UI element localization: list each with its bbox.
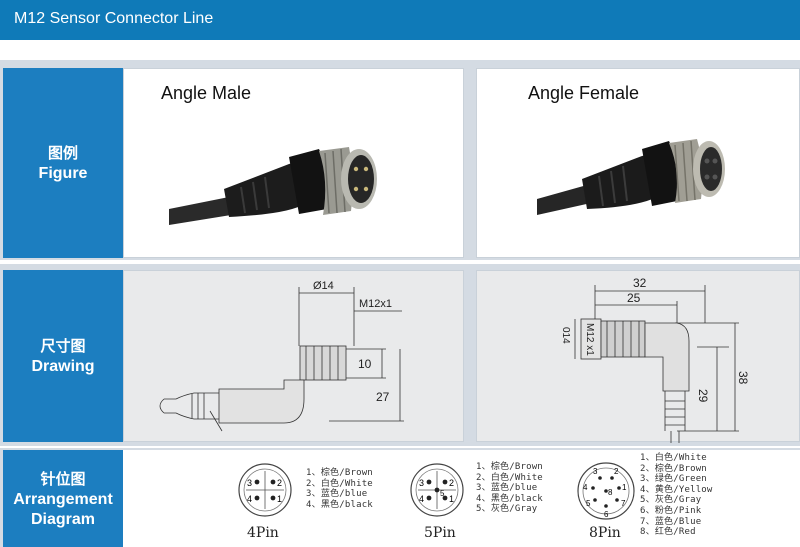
male-dim-a-label: 10 xyxy=(358,357,372,371)
pin8-number-7: 7 xyxy=(621,499,626,508)
male-diameter-label: Ø14 xyxy=(313,280,334,292)
pin8-color-8: 8、红色/Red xyxy=(640,527,696,538)
pin5-color-5: 5、灰色/Gray xyxy=(476,504,538,515)
pin5-color-3: 3、蓝色/blue xyxy=(476,483,538,494)
pin-colors-4pin: 1、棕色/Brown 2、白色/White 3、蓝色/blue 4、黑色/bla… xyxy=(306,468,373,510)
pin4-number-1: 1 xyxy=(277,494,282,504)
male-connector-photo xyxy=(169,109,429,229)
pin5-color-4: 4、黑色/black xyxy=(476,493,543,504)
page-title: M12 Sensor Connector Line xyxy=(14,10,214,27)
pin5-color-2: 2、白色/White xyxy=(476,472,543,483)
pin-diagram-5pin: 3 2 5 4 1 xyxy=(410,463,464,517)
pin8-color-5: 5、灰色/Gray xyxy=(640,495,702,506)
pin8-number-1: 1 xyxy=(622,483,627,492)
pin-label-5pin: 5Pin xyxy=(424,525,456,541)
female-dim-top-label: 32 xyxy=(633,276,647,290)
pin8-color-7: 7、蓝色/Blue xyxy=(640,516,702,527)
figure-panel-female: Angle Female xyxy=(476,68,800,258)
male-title: Angle Male xyxy=(161,83,252,103)
male-dim-b-label: 27 xyxy=(376,390,390,404)
pin8-number-8: 8 xyxy=(608,488,613,497)
female-title: Angle Female xyxy=(528,83,640,103)
pin8-number-2: 2 xyxy=(614,467,619,476)
pin4-color-4: 4、黑色/black xyxy=(306,499,373,510)
pin-label-8pin: 8Pin xyxy=(589,525,621,541)
female-dimension-drawing: 32 25 M12 x1 014 38 29 xyxy=(560,276,750,443)
pin8-color-3: 3、绿色/Green xyxy=(640,474,707,485)
arrangement-panel: 3 2 4 1 1、棕色/Brown 2、白色/White 3、蓝色/blue … xyxy=(123,450,800,547)
pin5-number-3: 3 xyxy=(419,478,424,488)
pin5-number-2: 2 xyxy=(449,478,454,488)
pin8-color-2: 2、棕色/Brown xyxy=(640,463,707,474)
header-banner: M12 Sensor Connector Line xyxy=(0,0,800,40)
row-label-figure: 图例 Figure xyxy=(3,68,123,258)
pin-label-4pin: 4Pin xyxy=(247,525,279,541)
pin4-number-4: 4 xyxy=(247,494,252,504)
figure-panel-male: Angle Male xyxy=(123,68,464,258)
pin-diagram-4pin: 3 2 4 1 xyxy=(238,463,292,517)
pin4-color-2: 2、白色/White xyxy=(306,478,373,489)
female-thread-label: M12 x1 xyxy=(584,323,595,356)
female-diameter-label: 014 xyxy=(560,327,571,344)
pin4-color-1: 1、棕色/Brown xyxy=(306,468,373,478)
row-label-drawing: 尺寸图 Drawing xyxy=(3,270,123,442)
pin-diagram-8pin: 3 2 4 8 1 7 5 6 xyxy=(577,462,635,520)
pin4-number-3: 3 xyxy=(247,478,252,488)
pin5-number-5: 5 xyxy=(440,489,445,498)
pin-colors-8pin: 1、白色/White 2、棕色/Brown 3、绿色/Green 4、黄色/Ye… xyxy=(640,453,713,538)
pin8-color-4: 4、黄色/Yellow xyxy=(640,484,713,495)
female-dim-side-b-label: 29 xyxy=(696,389,710,403)
row-label-arrangement: 针位图 Arrangement Diagram xyxy=(3,450,123,547)
female-dim-mid-label: 25 xyxy=(627,291,641,305)
male-thread-label: M12x1 xyxy=(359,298,392,310)
pin4-number-2: 2 xyxy=(277,478,282,488)
pin8-number-4: 4 xyxy=(583,483,588,492)
female-connector-photo xyxy=(537,111,767,221)
pin8-color-6: 6、粉色/Pink xyxy=(640,505,702,516)
male-dimension-drawing: Ø14 M12x1 10 27 xyxy=(159,280,404,432)
pin8-number-3: 3 xyxy=(593,467,598,476)
drawing-panel-female: 32 25 M12 x1 014 38 29 xyxy=(476,270,800,443)
pin8-number-6: 6 xyxy=(604,510,609,519)
pin8-number-5: 5 xyxy=(586,499,591,508)
pin5-number-1: 1 xyxy=(449,494,454,504)
pin4-color-3: 3、蓝色/blue xyxy=(306,489,368,500)
pin5-color-1: 1、棕色/Brown xyxy=(476,462,543,472)
pin-colors-5pin: 1、棕色/Brown 2、白色/White 3、蓝色/blue 4、黑色/bla… xyxy=(476,462,543,515)
female-dim-side-a-label: 38 xyxy=(736,371,750,385)
pin5-number-4: 4 xyxy=(419,494,424,504)
drawing-panel-male: Ø14 M12x1 10 27 xyxy=(123,270,464,442)
pin8-color-1: 1、白色/White xyxy=(640,453,707,463)
